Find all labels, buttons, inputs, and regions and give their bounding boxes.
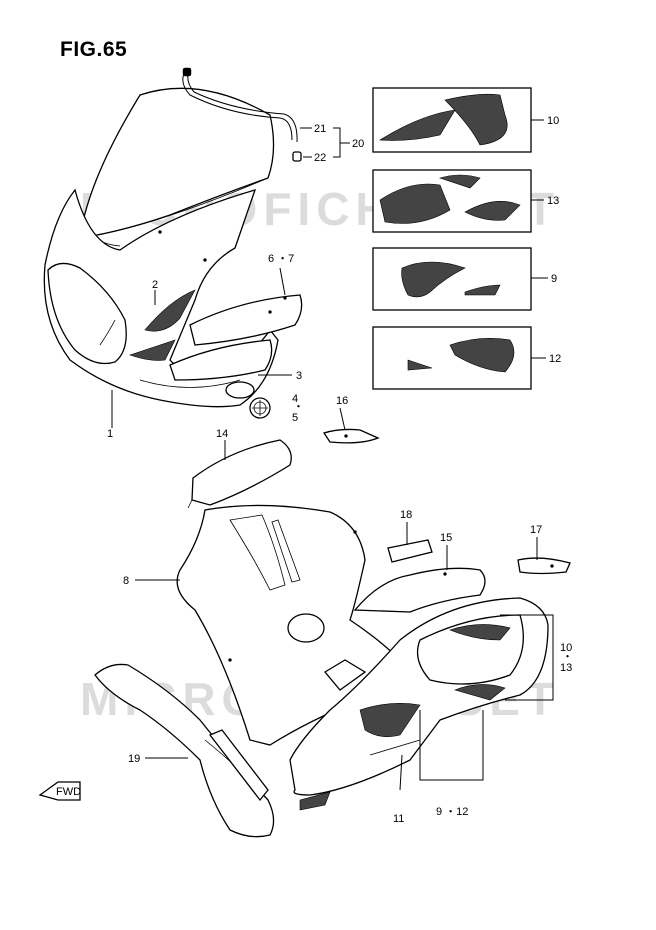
callout-15: 15 — [440, 532, 452, 544]
callout-11: 11 — [393, 813, 404, 825]
fwd-label: FWD — [56, 786, 81, 798]
decal-2 — [129, 289, 196, 361]
decal-box-10 — [372, 87, 532, 153]
upper-cowling-1 — [43, 188, 279, 408]
separator-dot: ・ — [293, 401, 304, 413]
clip-22 — [292, 151, 302, 162]
grommet-4-5 — [249, 397, 271, 419]
callout-4: 4 — [292, 393, 298, 405]
callout-labels: 21 22 20 10 13 9 12 2 6 ・7 3 4 ・ 5 1 16 … — [107, 115, 573, 825]
panel-3 — [169, 339, 273, 381]
under-cowling-19 — [94, 663, 275, 838]
decal-box-12 — [372, 326, 532, 390]
callout-19: 19 — [128, 753, 140, 765]
callout-3: 3 — [296, 370, 302, 382]
callout-2: 2 — [152, 279, 158, 291]
callout-10-lower: 10 — [560, 642, 572, 654]
callout-18: 18 — [400, 509, 412, 521]
figure-title: FIG.65 — [60, 38, 128, 61]
decal-box-13 — [372, 169, 532, 233]
callout-8: 8 — [123, 575, 129, 587]
windscreen-trim-21 — [182, 67, 298, 143]
callout-6-7: 6 ・7 — [268, 253, 294, 265]
callout-22: 22 — [314, 152, 326, 164]
decal-box-9 — [372, 247, 532, 311]
callout-13: 13 — [547, 195, 559, 207]
leader-lines — [111, 119, 554, 791]
inner-panel-6-7 — [189, 294, 303, 346]
bracket-14 — [187, 439, 292, 509]
panel-15 — [353, 567, 486, 613]
callout-17: 17 — [530, 524, 542, 536]
callout-20: 20 — [352, 138, 364, 150]
callout-10: 10 — [547, 115, 559, 127]
pad-18 — [387, 539, 433, 563]
bracket-16 — [322, 428, 380, 444]
callout-12: 12 — [549, 353, 561, 365]
callout-5: 5 — [292, 412, 298, 424]
separator-dot-2: ・ — [562, 651, 573, 663]
callout-14: 14 — [216, 428, 228, 440]
side-cowling-8 — [176, 504, 401, 746]
callout-21: 21 — [314, 123, 326, 135]
callout-9: 9 — [551, 273, 557, 285]
fwd-arrow-icon: FWD — [38, 781, 81, 801]
callout-9-12: 9 ・12 — [436, 806, 468, 818]
callout-16: 16 — [336, 395, 348, 407]
callout-1: 1 — [107, 428, 113, 440]
callout-13-lower: 13 — [560, 662, 572, 674]
lower-cowling-11 — [289, 597, 549, 811]
bracket-17 — [517, 557, 571, 575]
